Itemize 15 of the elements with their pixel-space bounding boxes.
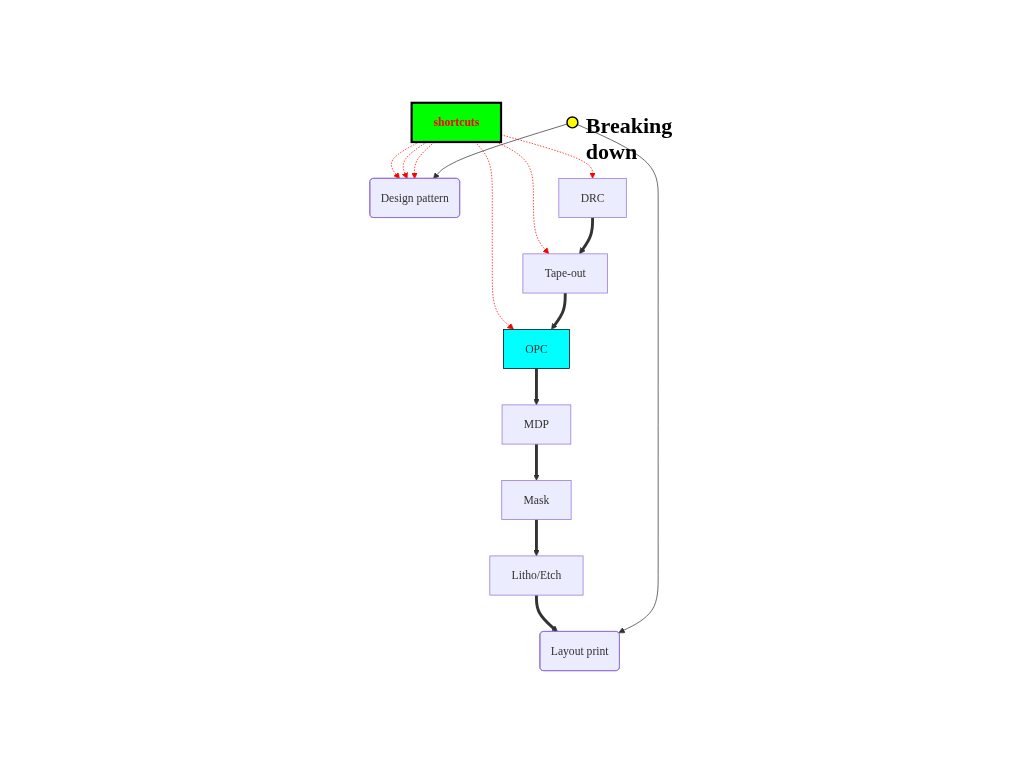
- node-caption: Breaking down: [585, 113, 674, 166]
- arrow: [551, 293, 567, 330]
- arrow: [579, 217, 595, 255]
- node-circle: [566, 116, 579, 129]
- arrow: [535, 595, 558, 633]
- node-box: OPC: [503, 329, 570, 370]
- arrow: [533, 519, 540, 557]
- node-box: Mask: [501, 480, 572, 521]
- node-box: DRC: [558, 178, 627, 219]
- node-box: shortcuts: [410, 101, 503, 144]
- node-box: Litho/Etch: [489, 555, 584, 596]
- arrow: [533, 368, 540, 406]
- arrow: [533, 444, 540, 481]
- node-box: Tape-out: [522, 253, 608, 294]
- node-box: MDP: [501, 404, 572, 445]
